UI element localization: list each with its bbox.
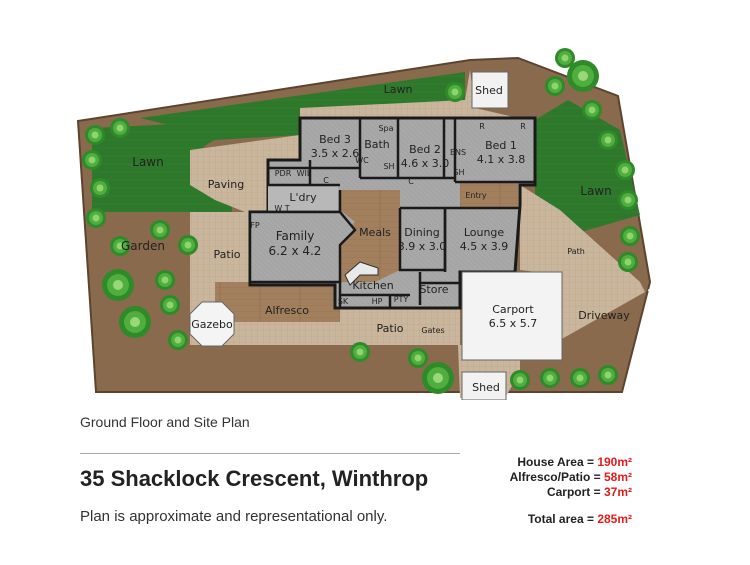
area-summary: House Area = 190m² Alfresco/Patio = 58m²… (510, 455, 632, 527)
robe2-label: R (520, 122, 526, 131)
bed1-size: 4.1 x 3.8 (477, 153, 526, 166)
sh2-label: SH (453, 168, 464, 177)
fireplace-label: FP (250, 221, 260, 230)
carport-area-row: Carport = 37m² (510, 485, 632, 500)
shed-top-label: Shed (475, 84, 503, 97)
kitchen-island (344, 261, 379, 286)
driveway-label: Driveway (578, 309, 630, 322)
entry-floor (460, 182, 518, 208)
total-area-value: 285m² (597, 512, 632, 526)
gate-lines (647, 289, 673, 337)
total-area-row: Total area = 285m² (510, 512, 632, 527)
carport-slab (461, 271, 563, 361)
hotplate-label: HP (372, 297, 383, 306)
paving-label: Paving (208, 178, 244, 191)
family-room (248, 210, 357, 284)
divider-line (80, 453, 460, 454)
alfresco-area-row: Alfresco/Patio = 58m² (510, 470, 632, 485)
gazebo-octagon (189, 301, 235, 347)
alfresco-deck (215, 282, 340, 322)
lawn-left-area (92, 118, 300, 212)
wil-label: WIL (297, 169, 312, 178)
bed3-size: 3.5 x 2.6 (311, 147, 360, 160)
carport-name: Carport (492, 303, 534, 316)
patio-left-label: Patio (214, 248, 241, 261)
bed1-name: Bed 1 (485, 139, 517, 152)
store-label: Store (419, 283, 448, 296)
pantry-label: PTY (394, 295, 409, 304)
total-area-label: Total area = (527, 512, 598, 526)
carport-area-value: 37m² (603, 485, 632, 499)
alfresco-area-value: 58m² (603, 470, 632, 484)
floor-plan: Lawn Shed Lawn Lawn Paving Garden Patio … (76, 48, 673, 400)
lawn-top-area (140, 72, 465, 135)
property-address: 35 Shacklock Crescent, Winthrop (80, 466, 429, 491)
wt-label: W T (274, 204, 289, 213)
lawn-left-label: Lawn (132, 155, 163, 169)
entry-label: Entry (465, 191, 487, 200)
carport-size: 6.5 x 5.7 (489, 317, 538, 330)
kitchen-label: Kitchen (352, 279, 393, 292)
gates-label: Gates (421, 326, 444, 335)
ldry-floor (268, 185, 338, 211)
meals-floor (340, 190, 400, 282)
house-area-row: House Area = 190m² (510, 455, 632, 470)
lawn-right-label: Lawn (580, 184, 611, 198)
cupboard2-label: C (408, 177, 414, 186)
shed-top-box (471, 71, 509, 109)
ens-label: ENS (450, 148, 466, 157)
bath-label: Bath (364, 138, 390, 151)
house-area-value: 190m² (597, 455, 632, 469)
house-area-label: House Area = (517, 455, 598, 469)
lounge-size: 4.5 x 3.9 (460, 240, 509, 253)
sink-label: SK (338, 297, 349, 306)
gates-patio (335, 305, 460, 345)
gazebo-label: Gazebo (191, 318, 233, 331)
plan-disclaimer: Plan is approximate and representational… (80, 508, 388, 525)
carport-area-label: Carport = (546, 485, 604, 499)
bed2-name: Bed 2 (409, 143, 441, 156)
plan-subtitle: Ground Floor and Site Plan (80, 414, 250, 430)
top-path (300, 70, 535, 130)
dining-name: Dining (404, 226, 440, 239)
spa-label: Spa (378, 124, 393, 133)
bed3-name: Bed 3 (319, 133, 351, 146)
ldry-label: L'dry (289, 191, 317, 204)
lounge-name: Lounge (464, 226, 505, 239)
path-label: Path (567, 247, 585, 256)
patio-bottom-label: Patio (377, 322, 404, 335)
alfresco-label: Alfresco (265, 304, 309, 317)
garden-label: Garden (121, 239, 165, 253)
cupboard1-label: C (323, 176, 329, 185)
dining-size: 3.9 x 3.0 (398, 240, 447, 253)
shed-bottom-box (461, 371, 507, 400)
pdr-label: PDR (275, 169, 292, 178)
family-size: 6.2 x 4.2 (269, 244, 322, 258)
wc-label: WC (355, 156, 369, 165)
driveway-area (520, 185, 645, 340)
shed-bottom-label: Shed (472, 381, 500, 394)
robe1-label: R (479, 122, 485, 131)
alfresco-area-label: Alfresco/Patio = (509, 470, 604, 484)
lawn-top-label: Lawn (384, 83, 413, 96)
sh1-label: SH (383, 162, 394, 171)
meals-label: Meals (359, 226, 391, 239)
family-name: Family (276, 229, 315, 243)
bed2-size: 4.6 x 3.0 (401, 157, 450, 170)
